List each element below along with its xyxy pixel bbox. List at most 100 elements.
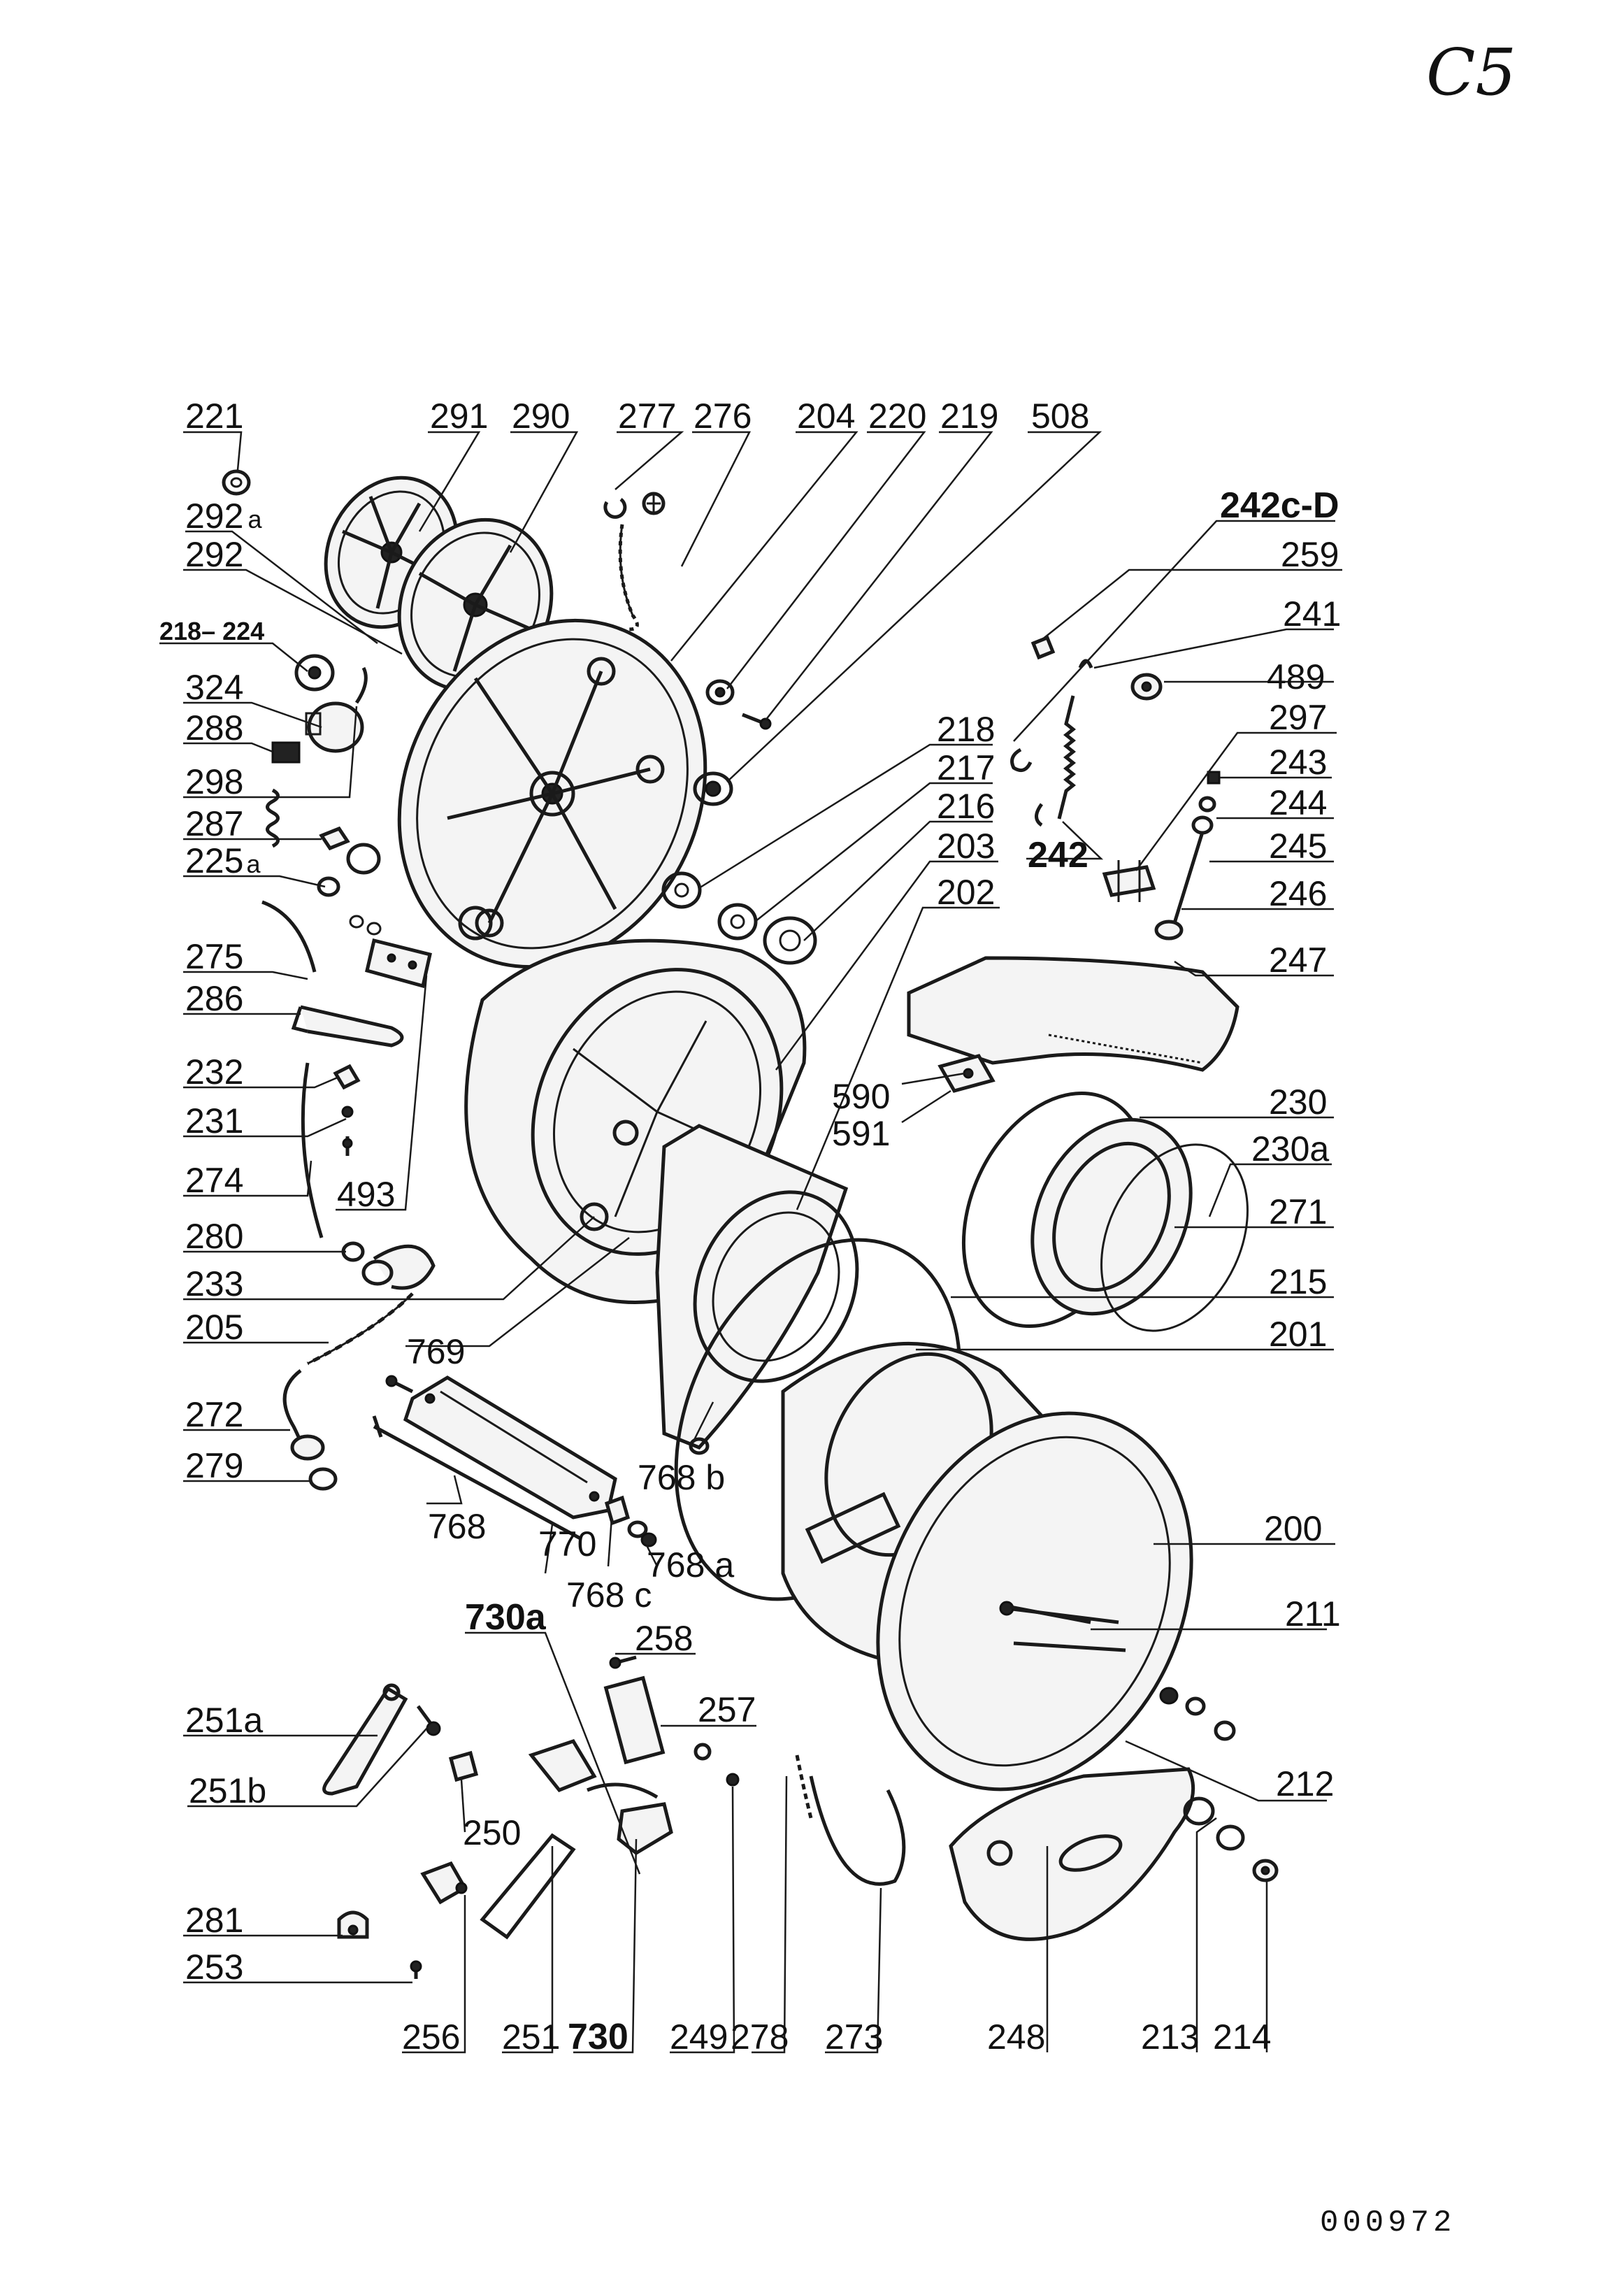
label-231: 231: [185, 1101, 243, 1141]
label-274: 274: [185, 1161, 243, 1200]
part-248-counterweight: [949, 1767, 1195, 1941]
label-212: 212: [1276, 1764, 1334, 1803]
part-218-bearing: [661, 871, 702, 909]
label-244: 244: [1269, 783, 1327, 822]
part-324-thermostat: [305, 666, 368, 753]
part-730-hinge: [528, 1738, 673, 1856]
label-292: 292: [185, 535, 243, 574]
label-218: 218: [937, 710, 995, 749]
label-276: 276: [694, 396, 752, 436]
label-493: 493: [337, 1175, 395, 1214]
part-221-cap: [222, 469, 251, 496]
part-253-screw: [410, 1960, 422, 1979]
part-590-plate: [937, 1054, 996, 1093]
part-242cd-hook: [1010, 748, 1033, 773]
part-288-sensor: [271, 741, 301, 764]
part-274-pipe: [301, 1062, 324, 1238]
part-232-nut: [333, 1064, 361, 1090]
label-275: 275: [185, 937, 243, 976]
label-230: 230: [1269, 1082, 1327, 1122]
part-489-cap: [1130, 673, 1163, 701]
label-242: 242: [1028, 835, 1088, 875]
part-205-bellows: [306, 1292, 414, 1366]
part-272-elbow-hose: [282, 1369, 325, 1461]
part-204-rear-tub-cover: [397, 618, 707, 969]
part-770-bracket: [403, 1375, 617, 1520]
label-203: 203: [937, 827, 995, 866]
label-768a: 768 a: [647, 1545, 734, 1585]
label-247: 247: [1269, 941, 1327, 980]
part-276-hose: [618, 524, 639, 631]
label-248: 248: [987, 2017, 1045, 2057]
part-298-spring: [266, 788, 280, 848]
label-272: 272: [185, 1395, 243, 1434]
part-218-224-bearing: [294, 654, 335, 692]
label-508: 508: [1031, 396, 1089, 436]
label-201: 201: [1269, 1315, 1327, 1354]
label-770: 770: [538, 1524, 596, 1564]
part-220-nut: [705, 679, 735, 706]
part-768a-nut: [627, 1520, 657, 1547]
part-233-elbow: [361, 1244, 436, 1290]
part-219-screw: [742, 713, 772, 730]
part-280-clip: [341, 1241, 365, 1262]
label-259: 259: [1281, 535, 1339, 574]
label-271: 271: [1269, 1192, 1327, 1231]
label-216: 216: [937, 787, 995, 826]
part-250-clip: [448, 1750, 479, 1782]
sheet-code: C5: [1426, 35, 1516, 110]
label-204: 204: [797, 396, 855, 436]
part-225a-gasket: [317, 843, 382, 936]
label-200: 200: [1264, 1509, 1322, 1548]
part-216-seal: [763, 916, 817, 965]
label-249: 249: [670, 2017, 728, 2057]
part-278-bellows: [795, 1754, 813, 1819]
part-259-clip: [1030, 635, 1056, 660]
label-241: 241: [1283, 594, 1341, 634]
part-768b-washer: [689, 1437, 710, 1455]
label-768b: 768 b: [638, 1458, 725, 1497]
label-324: 324: [185, 668, 243, 707]
label-253: 253: [185, 1947, 243, 1987]
label-730: 730: [568, 2017, 628, 2057]
label-278: 278: [731, 2017, 789, 2057]
part-230a-seal: [1100, 1143, 1249, 1332]
label-769: 769: [407, 1332, 465, 1371]
part-212-washers: [1159, 1687, 1236, 1741]
part-286-heater: [291, 1005, 404, 1048]
part-251a-handle: [322, 1683, 408, 1796]
parts-drawing: [222, 469, 1279, 1979]
label-220: 220: [868, 396, 926, 436]
label-205: 205: [185, 1308, 243, 1347]
label-730a: 730a: [465, 1597, 547, 1638]
part-241-pin: [1078, 659, 1093, 669]
label-257: 257: [698, 1690, 756, 1729]
label-287: 287: [185, 804, 243, 843]
part-247-bracket: [907, 956, 1239, 1072]
label-214: 214: [1213, 2017, 1271, 2057]
label-251b: 251b: [189, 1771, 266, 1810]
part-217-bearing: [717, 903, 758, 941]
label-245: 245: [1269, 827, 1327, 866]
part-258-screw: [609, 1655, 637, 1669]
part-231-screw: [341, 1106, 354, 1156]
part-297-shock-mount: [1102, 860, 1156, 902]
part-244-washer: [1198, 796, 1216, 813]
label-219: 219: [940, 396, 998, 436]
part-768c-plate: [604, 1495, 631, 1526]
label-277: 277: [618, 396, 676, 436]
label-250: 250: [463, 1813, 521, 1852]
label-291: 291: [430, 396, 488, 436]
label-590: 590: [832, 1077, 890, 1116]
label-273: 273: [825, 2017, 883, 2057]
label-286: 286: [185, 979, 243, 1018]
label-591: 591: [832, 1114, 890, 1153]
label-202: 202: [937, 873, 995, 912]
part-256-latch: [420, 1861, 468, 1905]
label-489: 489: [1267, 657, 1325, 696]
part-768-rail: [372, 1415, 582, 1540]
